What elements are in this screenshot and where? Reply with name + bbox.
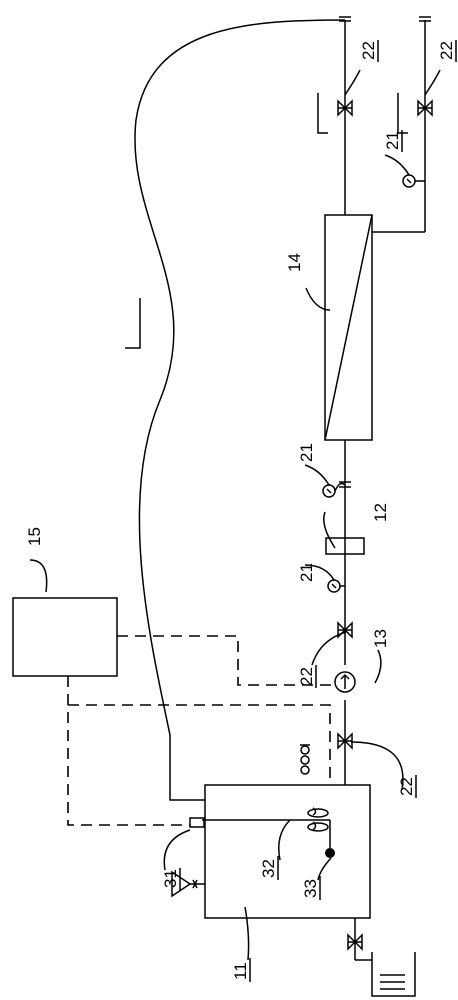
slope-indicator bbox=[125, 93, 408, 349]
leader-lines bbox=[29, 69, 441, 961]
butterfly-valve-icon bbox=[337, 621, 353, 639]
flange-icon bbox=[339, 16, 431, 488]
main-pipe bbox=[344, 20, 426, 961]
butterfly-valve-icon bbox=[337, 99, 353, 117]
beaker-icon bbox=[371, 952, 416, 997]
label-22: 22 bbox=[437, 41, 456, 60]
controller-box bbox=[12, 597, 118, 677]
butterfly-valve-icon bbox=[347, 933, 363, 951]
label-33: 33 bbox=[301, 879, 320, 898]
tank bbox=[202, 784, 371, 919]
label-22: 22 bbox=[359, 41, 378, 60]
pressure-gauge-icon bbox=[402, 174, 425, 188]
label-12: 12 bbox=[371, 503, 390, 522]
label-21: 21 bbox=[297, 443, 316, 462]
label-15: 15 bbox=[25, 527, 44, 546]
flow-meter-icon bbox=[300, 744, 310, 775]
label-14: 14 bbox=[285, 253, 304, 272]
label-21: 21 bbox=[297, 563, 316, 582]
label-22: 22 bbox=[297, 667, 316, 686]
label-11: 11 bbox=[231, 962, 250, 980]
butterfly-valve-icon bbox=[417, 99, 433, 117]
probe-icon bbox=[325, 848, 335, 858]
sensor bbox=[189, 817, 205, 828]
label-31: 31 bbox=[161, 869, 180, 888]
label-underlines bbox=[179, 40, 457, 982]
funnel-icon bbox=[171, 870, 205, 898]
pump-icon bbox=[334, 671, 356, 693]
return-hose bbox=[134, 19, 346, 801]
label-13: 13 bbox=[371, 629, 390, 648]
signal-lines bbox=[67, 635, 335, 826]
butterfly-valve-icon bbox=[337, 732, 353, 750]
label-22: 22 bbox=[397, 777, 416, 796]
membrane-module bbox=[324, 214, 373, 441]
pressure-gauge-icon bbox=[327, 579, 345, 593]
label-32: 32 bbox=[259, 859, 278, 878]
label-21: 21 bbox=[383, 131, 402, 150]
filter bbox=[325, 537, 365, 555]
pressure-gauge-icon bbox=[322, 482, 346, 498]
